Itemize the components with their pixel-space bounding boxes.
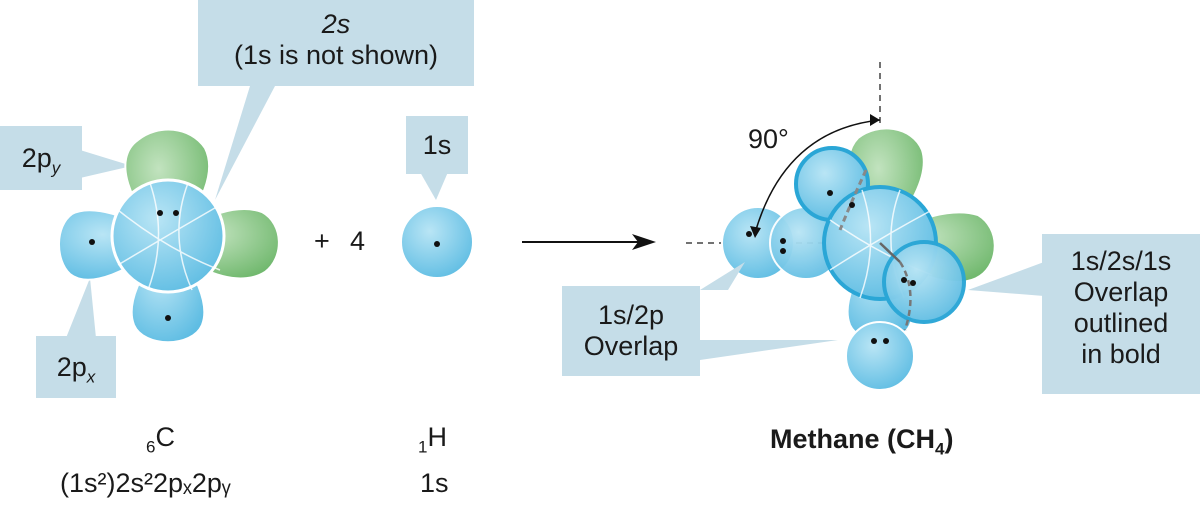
label-2py-sub: y bbox=[51, 158, 61, 178]
carbon-atomic-number: 6 bbox=[146, 437, 156, 457]
callout-2px: 2px bbox=[36, 336, 116, 398]
methane-name-prefix: Methane (CH bbox=[770, 424, 936, 454]
label-bold-line3: outlined bbox=[1073, 308, 1169, 338]
overlap-dash bbox=[898, 261, 912, 331]
carbon-symbol-text: C bbox=[155, 422, 175, 452]
callout-2s: 2s (1s is not shown) bbox=[198, 0, 474, 86]
methane-name-suffix: ) bbox=[944, 424, 954, 454]
callout-1s2p-overlap: 1s/2p Overlap bbox=[562, 286, 700, 376]
hydrogen-config: 1s bbox=[420, 468, 449, 498]
electron bbox=[910, 280, 916, 286]
methane-orbitals bbox=[686, 62, 996, 391]
electron bbox=[849, 202, 855, 208]
electron bbox=[157, 210, 163, 216]
label-bold-line2: Overlap bbox=[1073, 277, 1169, 307]
hydrogen-orbital bbox=[400, 205, 474, 279]
methane-name: Methane (CH4) bbox=[770, 424, 954, 459]
label-2px-sub: x bbox=[86, 367, 96, 387]
electron bbox=[883, 338, 889, 344]
callout-1s2p-pointer2 bbox=[700, 340, 838, 360]
hydrogen-symbol: 1H bbox=[418, 422, 447, 457]
callout-2py-pointer bbox=[80, 150, 132, 178]
overlap-dash bbox=[879, 242, 901, 263]
carbon-symbol: 6C bbox=[146, 422, 175, 457]
hydrogen-atomic-number: 1 bbox=[418, 437, 428, 457]
angle-arrowhead bbox=[750, 226, 761, 238]
electron bbox=[780, 248, 786, 254]
callout-2px-pointer bbox=[66, 278, 96, 338]
callout-1s-pointer bbox=[420, 172, 448, 200]
reaction-arrow bbox=[522, 234, 656, 250]
electron bbox=[871, 338, 877, 344]
electron bbox=[165, 315, 171, 321]
electron bbox=[173, 210, 179, 216]
angle-arc bbox=[754, 119, 881, 234]
label-2py: 2p bbox=[21, 143, 52, 173]
electron bbox=[827, 190, 833, 196]
callout-bold-overlap: 1s/2s/1s Overlap outlined in bold bbox=[1042, 234, 1200, 394]
label-2s-line2: (1s is not shown) bbox=[233, 40, 439, 70]
hydrogen-symbol-text: H bbox=[427, 422, 447, 452]
label-1s2p-line2: Overlap bbox=[583, 331, 679, 361]
coefficient-4: 4 bbox=[350, 226, 366, 256]
label-h-1s: 1s bbox=[422, 130, 452, 160]
callout-2s-pointer bbox=[215, 86, 275, 200]
label-2s-line1: 2s bbox=[321, 9, 351, 39]
label-2px: 2p bbox=[56, 352, 87, 382]
callout-2py: 2py bbox=[0, 126, 82, 190]
h-1s-bottom bbox=[845, 321, 915, 391]
electron bbox=[89, 239, 95, 245]
electron bbox=[434, 241, 440, 247]
electron bbox=[746, 231, 752, 237]
callout-1s2p-pointer bbox=[700, 262, 745, 290]
c-2s-lobe-lines bbox=[829, 189, 933, 299]
h-1s-right bbox=[882, 240, 966, 324]
label-1s2p-line1: 1s/2p bbox=[597, 300, 665, 330]
carbon-config: (1s²)2s²2pₓ2pᵧ bbox=[60, 468, 231, 498]
label-bold-line1: 1s/2s/1s bbox=[1070, 246, 1172, 276]
angle-label: 90° bbox=[748, 124, 789, 154]
methane-name-sub: 4 bbox=[935, 439, 945, 459]
angle-arrowhead bbox=[870, 114, 880, 126]
plus-sign: + bbox=[314, 226, 330, 256]
electron bbox=[901, 277, 907, 283]
callout-1s: 1s bbox=[406, 116, 468, 174]
callout-bold-pointer bbox=[968, 262, 1044, 296]
label-bold-line4: in bold bbox=[1081, 339, 1161, 369]
orbital-2s-lobe-lines bbox=[117, 182, 221, 291]
electron bbox=[780, 238, 786, 244]
carbon-orbitals bbox=[58, 128, 280, 344]
